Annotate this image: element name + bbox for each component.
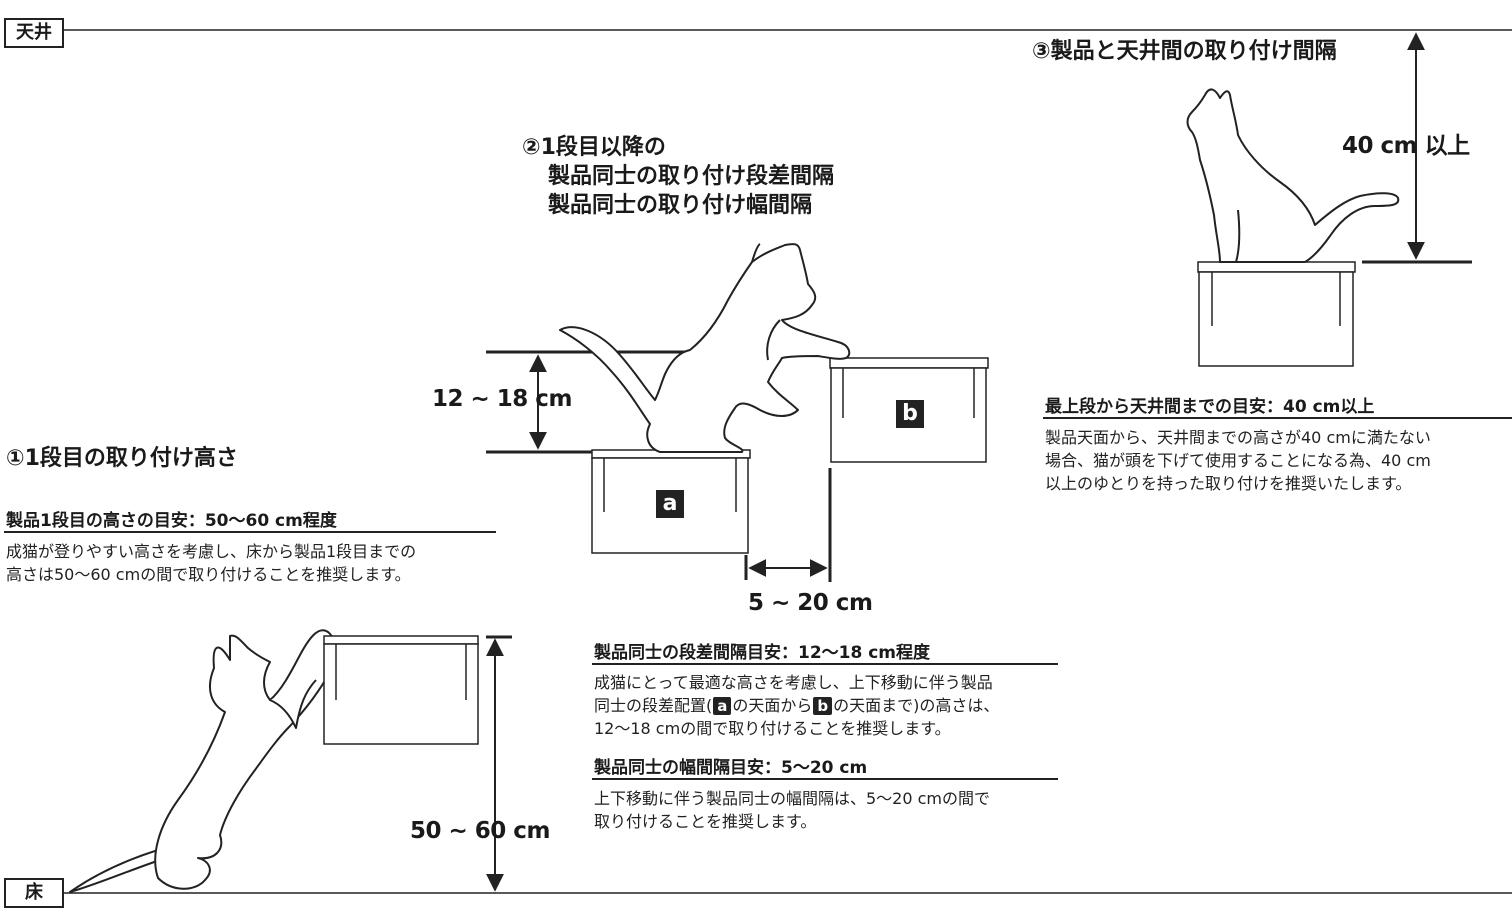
s2-heading-line-3: 製品同士の取り付け幅間隔	[548, 193, 813, 218]
s2-step-body-line-1: 成猫にとって最適な高さを考慮し、上下移動に伴う製品	[594, 673, 993, 692]
s3-body-line-1: 製品天面から、天井間までの高さが40 cmに満たない	[1045, 428, 1431, 447]
ceiling-label: 天井	[4, 18, 64, 48]
shelf-b	[829, 357, 989, 463]
s2-width-body-line-1: 上下移動に伴う製品同士の幅間隔は、5〜20 cmの間で	[594, 789, 991, 808]
s2-width-body-line-2: 取り付けることを推奨します。	[594, 812, 817, 831]
shelf-top	[1197, 261, 1356, 367]
s2-heading-line-2: 製品同士の取り付け段差間隔	[548, 164, 835, 189]
s2-step-body-after: の天面まで)の高さは、	[833, 696, 1000, 715]
s1-subheading: 製品1段目の高さの目安：50〜60 cm程度	[6, 511, 337, 531]
cat-climbing-illustration	[559, 243, 851, 453]
shelf-1	[323, 635, 479, 745]
box-b-label: b	[896, 400, 924, 428]
s2-step-body-line-3: 12〜18 cmの間で取り付けることを推奨します。	[594, 719, 951, 738]
s2-dimension-height: 12 ~ 18 cm	[432, 386, 572, 412]
cat-reaching-illustration	[69, 629, 337, 893]
s2-width-subheading: 製品同士の幅間隔目安：5〜20 cm	[594, 758, 868, 778]
s2-heading-line-1: ②1段目以降の	[522, 135, 666, 160]
floor-label: 床	[4, 878, 64, 908]
cat-sitting-illustration	[1186, 88, 1400, 263]
s1-heading: ①1段目の取り付け高さ	[6, 446, 238, 471]
dim-50-60	[486, 635, 512, 892]
s2-dimension-width: 5 ~ 20 cm	[748, 590, 873, 616]
s3-body-line-2: 場合、猫が頭を下げて使用することになる為、40 cm	[1045, 451, 1431, 470]
s3-heading: ③製品と天井間の取り付け間隔	[1032, 39, 1337, 64]
s2-step-body-before: 同士の段差配置(	[594, 696, 713, 715]
chip-a: a	[713, 697, 732, 715]
s3-body-line-3: 以上のゆとりを持った取り付けを推奨いたします。	[1045, 474, 1412, 493]
s1-body-line-2: 高さは50〜60 cmの間で取り付けることを推奨します。	[6, 565, 411, 584]
s3-subheading: 最上段から天井間までの目安：40 cm以上	[1045, 397, 1375, 417]
s2-step-subheading: 製品同士の段差間隔目安：12〜18 cm程度	[594, 643, 931, 663]
box-a-label: a	[656, 490, 684, 518]
s3-dimension: 40 cm 以上	[1342, 133, 1470, 159]
s1-dimension: 50 ~ 60 cm	[410, 818, 550, 844]
s2-step-body-mid: の天面から	[732, 696, 813, 715]
s1-body-line-1: 成猫が登りやすい高さを考慮し、床から製品1段目までの	[6, 542, 417, 561]
chip-b: b	[813, 697, 833, 715]
